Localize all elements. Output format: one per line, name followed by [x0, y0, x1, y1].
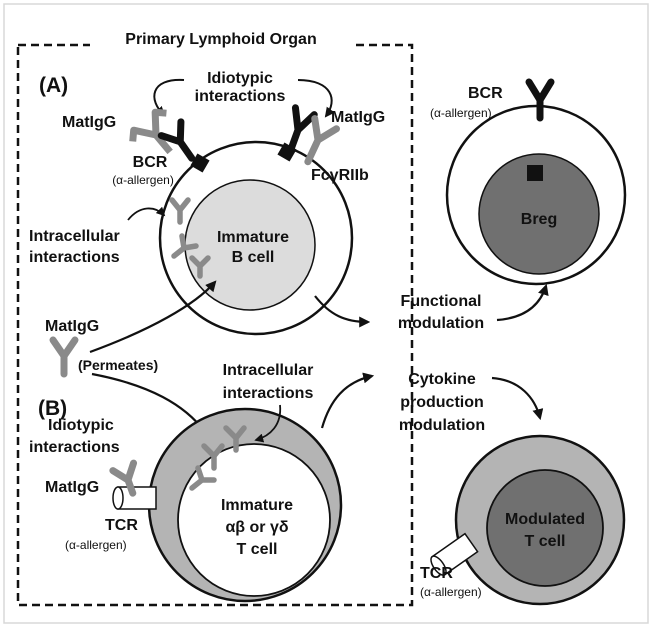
organ-title: Primary Lymphoid Organ [125, 31, 316, 48]
breg-cell: Breg [445, 104, 627, 286]
functional-modulation-arrow [314, 295, 371, 328]
matigg-antibody-b [109, 459, 138, 497]
b-cell-label-1: Immature [217, 229, 289, 246]
panel-b-idiotypic-1: Idiotypic [48, 417, 114, 434]
functional-label-2: modulation [398, 315, 484, 332]
modulated-label-2: T cell [525, 533, 566, 550]
tcr-receptor-b [112, 486, 157, 510]
fc-receptor-label: FcγRIIb [311, 167, 369, 184]
t-cell-label-2: αβ or γδ [225, 519, 288, 536]
panel-b-letter: (B) [38, 397, 67, 420]
intracellular-arrow-b [254, 404, 282, 443]
bcr-label: BCR [133, 154, 168, 171]
permeate-arrow-to-b-cell [89, 280, 217, 354]
panel-a-intracellular-1: Intracellular [29, 228, 120, 245]
panel-b-matigg-label: MatIgG [45, 479, 99, 496]
panel-b-tcr-sub: (α-allergen) [65, 538, 127, 552]
cytokine-label-1: Cytokine [408, 371, 476, 388]
panel-a-intracellular-2: interactions [29, 249, 120, 266]
matigg-left-label: MatIgG [62, 114, 116, 131]
tcr-receptor-modulated [430, 532, 479, 576]
modulated-tcr-sub: (α-allergen) [420, 585, 482, 599]
panel-a-idiotypic-2: interactions [195, 88, 286, 105]
breg-marker [527, 165, 543, 181]
intracellular-antibodies-b [189, 425, 247, 491]
bcr-anchor-left [190, 153, 210, 173]
bcr-receptor-right [288, 104, 318, 151]
bcr-sub-label: (α-allergen) [112, 173, 174, 187]
modulated-nucleus [486, 469, 604, 587]
matigg-permeating-antibody [49, 336, 79, 378]
t-cell-nucleus [177, 443, 331, 597]
matigg-antibody-right [304, 115, 340, 166]
bcr-anchor-right [277, 142, 297, 162]
cytokine-to-modulated-arrow [491, 376, 544, 421]
breg-bcr-sub: (α-allergen) [430, 106, 492, 120]
breg-bcr-receptor [525, 78, 555, 122]
panel-b-tcr-label: TCR [105, 517, 138, 534]
panel-b-intracellular-2: interactions [223, 385, 314, 402]
breg-label: Breg [521, 211, 557, 228]
bcr-receptor-left [157, 118, 196, 162]
modulated-label-1: Modulated [505, 511, 585, 528]
panel-b-idiotypic-2: interactions [29, 439, 120, 456]
idiotypic-arrow-right [297, 79, 335, 118]
intracellular-arrow-a [127, 206, 166, 221]
functional-to-breg-arrow [496, 283, 549, 322]
cytokine-label-2: production [400, 394, 484, 411]
permeates-label: (Permeates) [78, 357, 158, 373]
intracellular-antibodies-a [169, 197, 211, 279]
t-cell-label-1: Immature [221, 497, 293, 514]
t-cell-label-3: T cell [237, 541, 278, 558]
breg-nucleus [478, 153, 600, 275]
modulated-tcr-label: TCR [420, 565, 453, 582]
panel-b-intracellular-1: Intracellular [223, 362, 314, 379]
modulated-t-cell: Modulated T cell [454, 434, 626, 606]
t-cell-to-cytokine-arrow [320, 372, 375, 429]
cytokine-label-3: modulation [399, 417, 485, 434]
panel-a-idiotypic-1: Idiotypic [207, 70, 273, 87]
functional-label-1: Functional [401, 293, 482, 310]
panel-a-letter: (A) [39, 74, 68, 97]
b-cell-label-2: B cell [232, 249, 275, 266]
immature-t-cell: Immature αβ or γδ T cell [147, 407, 343, 603]
title-mask [90, 26, 352, 50]
outer-frame [3, 3, 649, 624]
matigg-right-label: MatIgG [331, 109, 385, 126]
breg-bcr-label: BCR [468, 85, 503, 102]
matigg-antibody-left [129, 108, 173, 155]
matigg-permeates-label: MatIgG [45, 318, 99, 335]
